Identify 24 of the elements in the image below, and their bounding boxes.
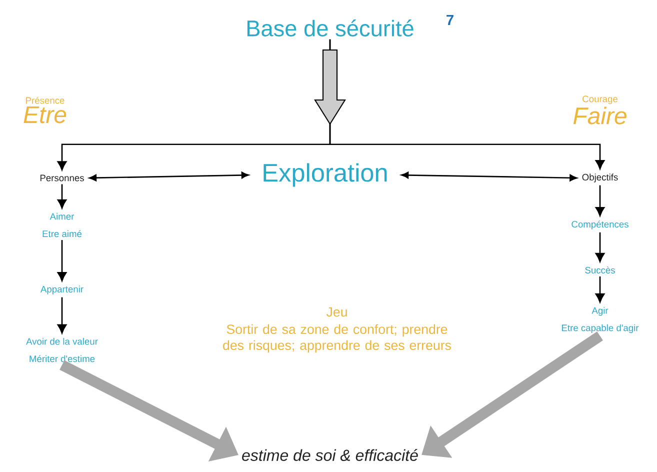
arrow: [595, 276, 605, 303]
node-label: Compétences: [572, 220, 628, 230]
node-label: Avoir de la valeur Mériter d'estime: [26, 338, 98, 362]
node-label: Succès: [585, 266, 615, 274]
category-label: Courage Faire: [573, 96, 626, 124]
node-label: Personnes: [40, 174, 84, 182]
arrow: [401, 172, 578, 182]
note-text: Jeu Sortir de sa zone de confort; prendre des risques; apprendre de ses erreurs: [223, 307, 451, 353]
arrow: [57, 297, 67, 334]
node-label: Agir Etre capable d'agir: [562, 307, 639, 334]
arrow: [57, 184, 67, 209]
central-label: Exploration: [264, 163, 387, 187]
node-label: Appartenir: [40, 286, 84, 294]
node-label: Objectifs: [582, 174, 618, 182]
arrow: [57, 240, 67, 282]
arrow: [595, 232, 605, 262]
arrow: [595, 185, 605, 216]
outcome-label: estime de soi & efficacité: [242, 449, 418, 461]
node-label: Aimer Etre aimé: [42, 212, 82, 238]
category-label: Présence Etre: [24, 96, 66, 124]
heading: Base de sécurité: [247, 20, 414, 36]
footnote-number: 7: [446, 14, 454, 26]
arrow: [89, 172, 249, 182]
block-arrow: [314, 49, 346, 125]
